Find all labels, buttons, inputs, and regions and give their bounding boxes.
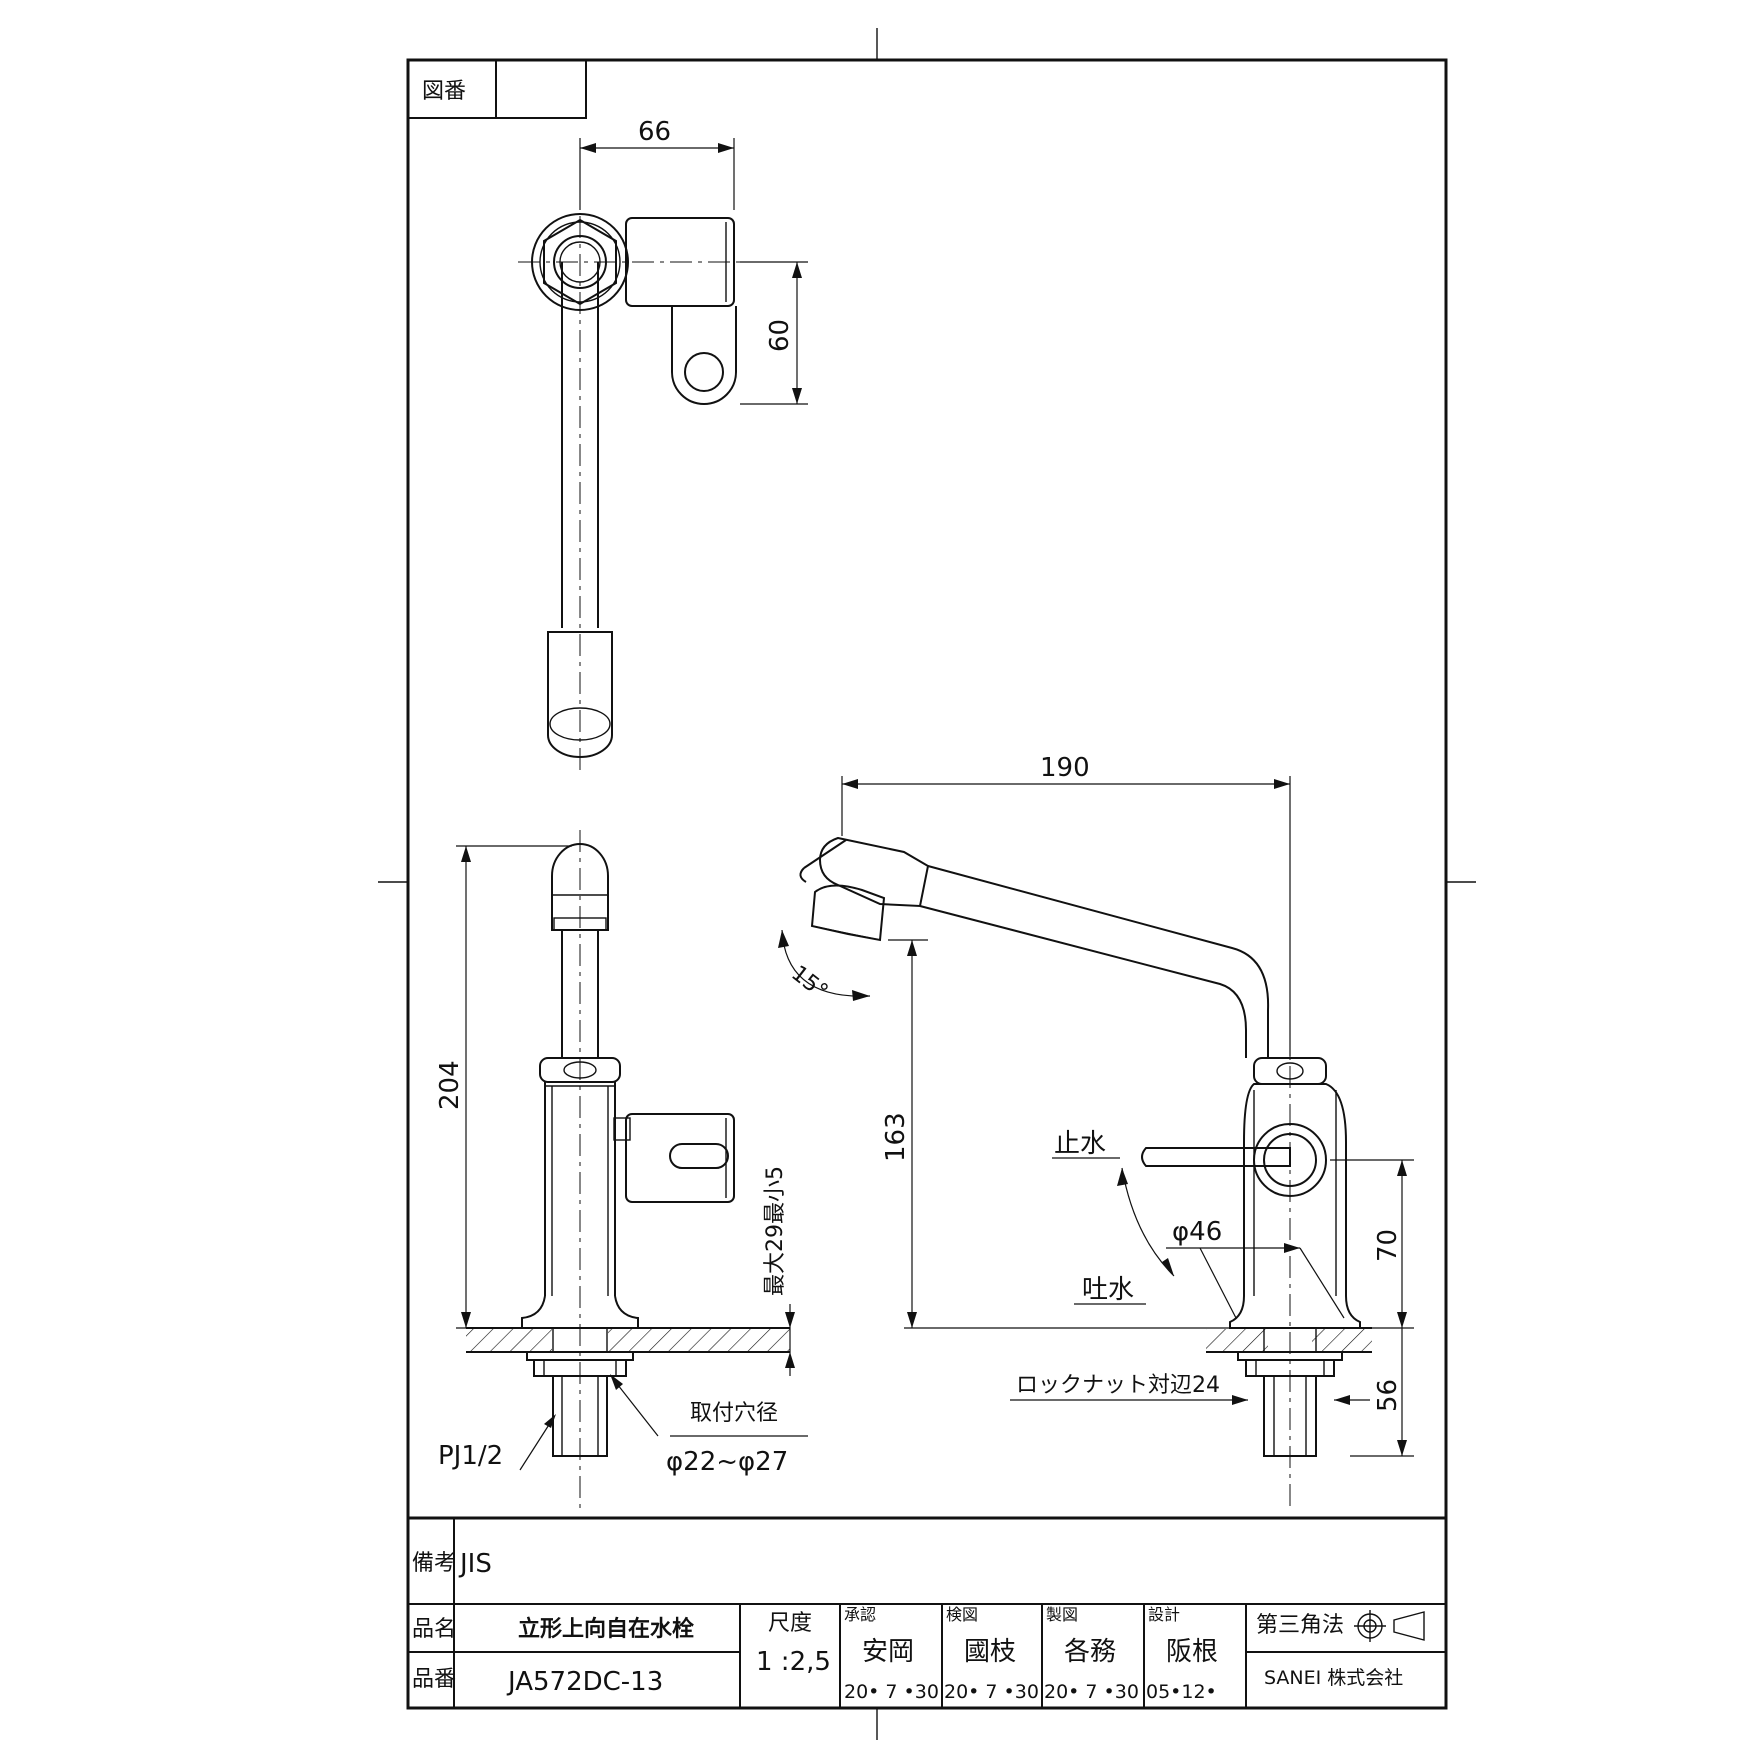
checked-name: 國枝 [964, 1637, 1016, 1667]
remarks-value: JIS [458, 1549, 492, 1579]
drawing-no-label: 図番 [422, 79, 466, 104]
drawn-name: 各務 [1064, 1637, 1116, 1667]
thread-label: PJ1/2 [438, 1441, 503, 1471]
approved-label: 承認 [844, 1605, 876, 1624]
dim-spout-height: 163 [881, 1112, 911, 1162]
dim-spout-reach: 190 [1040, 753, 1090, 783]
design-label: 設計 [1148, 1605, 1180, 1624]
drawing-number-box [407, 59, 587, 119]
scale-label: 尺度 [768, 1611, 812, 1636]
drawn-label: 製図 [1046, 1605, 1078, 1624]
dim-max-min: 最大29最小5 [763, 1166, 788, 1296]
checked-label: 検図 [946, 1605, 978, 1624]
approved-name: 安岡 [862, 1637, 914, 1667]
product-name-label: 品名 [412, 1617, 456, 1642]
side-view [456, 830, 808, 1508]
drawn-date: 20• 7 •30 [1044, 1681, 1139, 1703]
product-name: 立形上向自在水栓 [518, 1616, 694, 1642]
discharge-label: 吐水 [1082, 1275, 1134, 1305]
title-block [408, 1516, 1446, 1708]
lock-nut-label: ロックナット対辺24 [1016, 1373, 1220, 1398]
dim-top-width: 66 [638, 117, 671, 147]
third-angle-projection-icon [1354, 1610, 1425, 1642]
front-view [778, 776, 1414, 1508]
dim-top-depth: 60 [765, 319, 795, 352]
drawing-frame [378, 28, 1476, 1740]
mount-hole-label: 取付穴径 [690, 1401, 778, 1426]
remarks-label: 備考 [412, 1551, 456, 1576]
dim-side-height: 204 [435, 1060, 465, 1110]
design-name: 阪根 [1166, 1637, 1218, 1667]
projection-label: 第三角法 [1256, 1613, 1344, 1638]
mount-hole-value: φ22~φ27 [666, 1447, 788, 1477]
checked-date: 20• 7 •30 [944, 1681, 1039, 1703]
dim-base-dia: φ46 [1172, 1217, 1222, 1247]
dim-shank-length: 56 [1373, 1379, 1403, 1412]
approved-date: 20• 7 •30 [844, 1681, 939, 1703]
company-name: SANEI 株式会社 [1264, 1667, 1403, 1689]
design-date: 05•12• [1146, 1681, 1217, 1703]
dim-handle-height: 70 [1373, 1229, 1403, 1262]
stop-water-label: 止水 [1054, 1129, 1106, 1159]
product-no: JA572DC-13 [506, 1667, 663, 1697]
top-view [518, 138, 808, 770]
product-no-label: 品番 [412, 1667, 456, 1692]
scale-value: 1 :2,5 [756, 1647, 831, 1677]
